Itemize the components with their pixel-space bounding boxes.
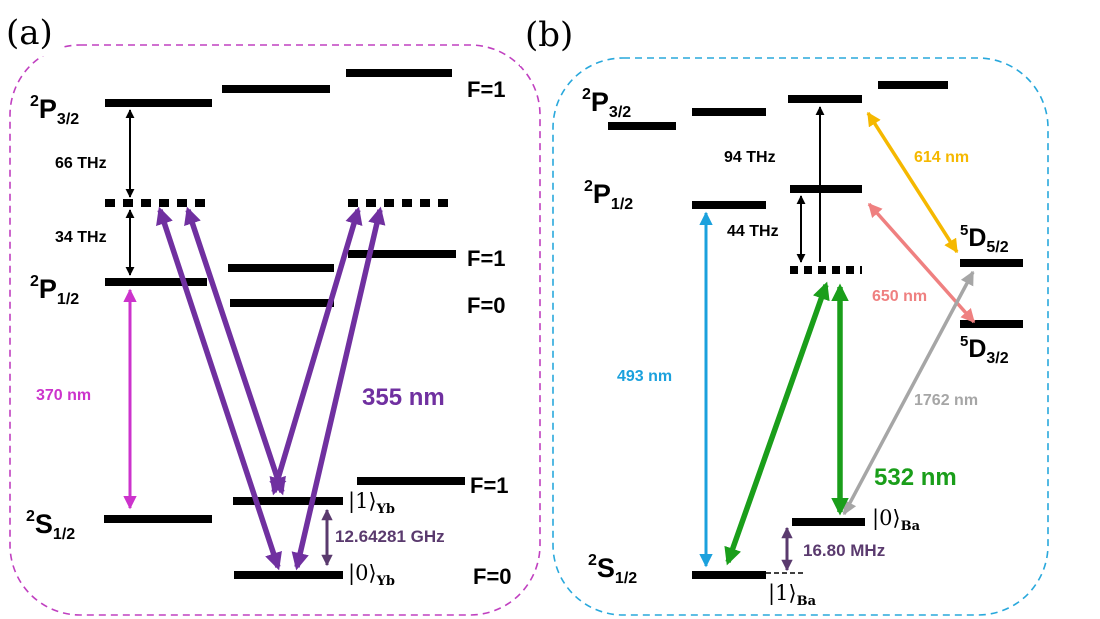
yb-p32-label: 2P3/2 <box>30 93 79 128</box>
label-355nm: 355 nm <box>362 384 445 411</box>
ket-0-yb: |0⟩Yb <box>348 561 395 589</box>
arrow-1762nm <box>842 270 975 516</box>
panel-a-levels <box>104 69 465 579</box>
raman-355nm-beams <box>156 206 386 571</box>
label-1762nm: 1762 nm <box>914 392 978 409</box>
raman-532nm-beams <box>724 281 849 566</box>
label-34thz: 34 THz <box>55 229 107 246</box>
label-66thz: 66 THz <box>55 155 107 172</box>
raman-beam-right-outer <box>269 206 363 496</box>
f-label-s-lower: F=0 <box>473 564 512 589</box>
f-label-p-upper: F=1 <box>467 246 506 271</box>
panel-a-tag: (a) <box>6 13 53 53</box>
label-532nm: 532 nm <box>874 464 957 491</box>
green-beam-diagonal <box>724 281 830 566</box>
panel-a-border <box>9 44 541 616</box>
panel-b: (b) <box>520 8 1049 616</box>
yb-s12-label: 2S1/2 <box>26 508 75 543</box>
label-zeeman-split: 16.80 MHz <box>803 541 885 560</box>
label-650nm: 650 nm <box>872 288 927 305</box>
ket-1-ba: |1⟩Ba <box>768 581 817 609</box>
ba-s12-label: 2S1/2 <box>588 552 637 587</box>
label-493nm: 493 nm <box>617 368 672 385</box>
ba-p32-label: 2P3/2 <box>582 86 631 121</box>
f-label-top: F=1 <box>467 77 506 102</box>
label-94thz: 94 THz <box>724 149 776 166</box>
raman-beam-left-outer <box>156 206 282 571</box>
label-614nm: 614 nm <box>914 149 969 166</box>
label-370nm: 370 nm <box>36 387 91 404</box>
label-hf-split: 12.64281 GHz <box>335 527 445 546</box>
ba-d52-label: 5D5/2 <box>960 222 1009 256</box>
ba-d32-label: 5D3/2 <box>960 333 1009 367</box>
panel-a: (a) <box>0 8 541 616</box>
panel-b-tag: (b) <box>525 15 573 55</box>
panel-b-levels <box>608 81 1023 579</box>
ket-0-ba: |0⟩Ba <box>872 506 921 534</box>
label-44thz: 44 THz <box>727 223 779 240</box>
panel-b-border <box>552 57 1049 616</box>
arrow-614nm <box>866 111 959 254</box>
ket-1-yb: |1⟩Yb <box>348 489 395 517</box>
yb-p12-label: 2P1/2 <box>30 273 79 308</box>
f-label-s-upper: F=1 <box>470 473 509 498</box>
raman-beam-left-inner <box>184 206 286 496</box>
f-label-p-lower: F=0 <box>467 293 506 318</box>
ba-p12-label: 2P1/2 <box>584 178 633 213</box>
